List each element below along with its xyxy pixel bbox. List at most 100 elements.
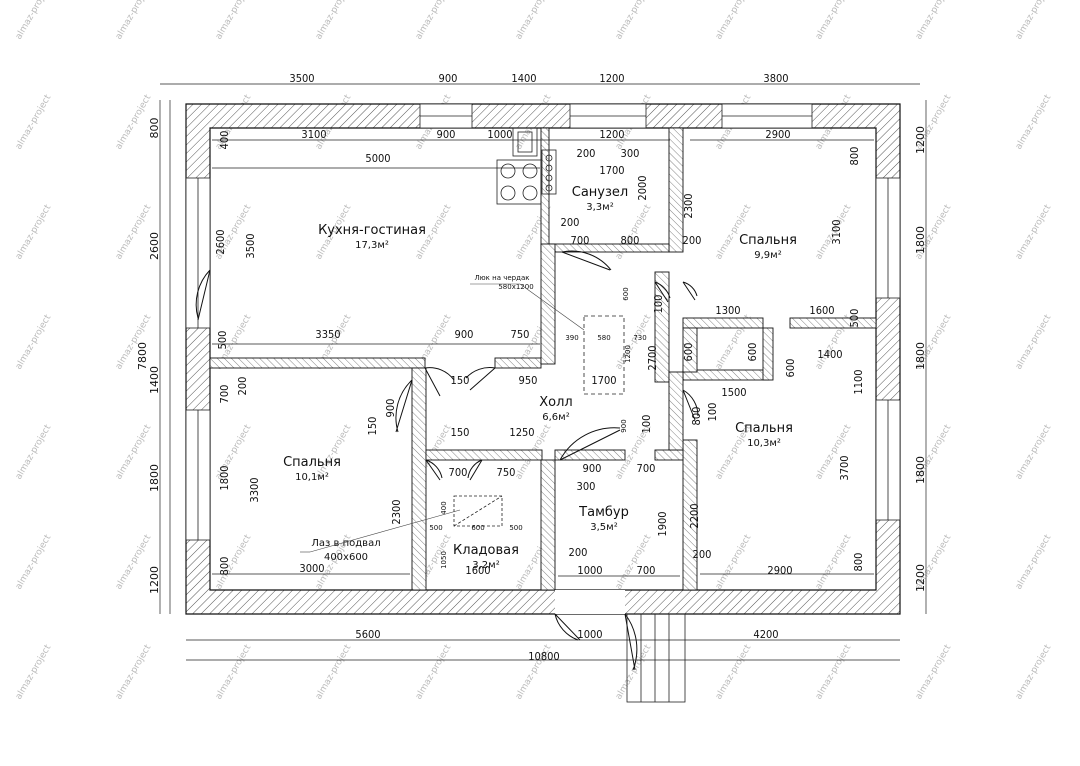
watermark-text: almaz-project	[1014, 643, 1054, 702]
dim-e-1100: 1100	[852, 369, 865, 394]
room-name-pantry: Кладовая	[453, 543, 519, 558]
watermark-text: almaz-project	[814, 0, 854, 41]
dim-p-750: 750	[497, 466, 516, 479]
watermark-text: almaz-project	[14, 313, 54, 372]
dim-hall-1250: 1250	[509, 426, 534, 439]
attic-hatch	[583, 315, 625, 395]
dim-top-inner-2: 1000	[487, 128, 512, 141]
dim-w-2300: 2300	[390, 499, 403, 524]
dim-t-900: 900	[583, 462, 602, 475]
watermark-text: almaz-project	[314, 643, 354, 702]
note-leaders	[300, 283, 585, 553]
watermark-text: almaz-project	[14, 203, 54, 262]
watermark-text: almaz-project	[14, 93, 54, 152]
dim-top-outer-0: 3500	[289, 72, 314, 85]
watermark-text: almaz-project	[714, 0, 754, 41]
room-area-bedroom_e: 10,3м²	[747, 438, 781, 449]
room-area-bedroom_w: 10,1м²	[295, 472, 329, 483]
watermark-text: almaz-project	[14, 423, 54, 482]
dim-top-outer-1: 900	[439, 72, 458, 85]
dim-ne-600c: 600	[784, 359, 797, 378]
dim-kit-2600: 2600	[214, 229, 227, 254]
dim-t-1900: 1900	[656, 511, 669, 536]
dim-p-600: 600	[471, 524, 484, 532]
dim-w-200: 200	[236, 377, 249, 396]
watermark-text: almaz-project	[414, 643, 454, 702]
dim-ne-2300: 2300	[682, 193, 695, 218]
watermark-text: almaz-project	[314, 0, 354, 41]
dim-t-200: 200	[569, 546, 588, 559]
dim-top-inner-3: 1200	[599, 128, 624, 141]
dim-hall-730: 730	[633, 334, 646, 342]
dim-hall-2700: 2700	[646, 345, 659, 370]
dim-right-4: 1200	[914, 564, 927, 592]
room-name-bedroom_w: Спальня	[283, 455, 341, 470]
watermark-text: almaz-project	[1014, 313, 1054, 372]
dim-top-inner-0: 3100	[301, 128, 326, 141]
dim-bath-700: 700	[571, 234, 590, 247]
dim-p-1600: 1600	[465, 564, 490, 577]
watermark-text: almaz-project	[1014, 533, 1054, 592]
room-area-hall: 6,6м²	[542, 412, 569, 423]
watermark-text: almaz-project	[114, 643, 154, 702]
watermark-text: almaz-project	[714, 643, 754, 702]
dim-bath-1700: 1700	[599, 164, 624, 177]
dim-top-outer-4: 3800	[763, 72, 788, 85]
dim-ne-3100: 3100	[830, 219, 843, 244]
dimension-lines	[159, 83, 927, 661]
stove-icon	[496, 159, 542, 205]
room-area-bathroom: 3,3м²	[586, 202, 613, 213]
dim-top-outer-3: 1200	[599, 72, 624, 85]
basement-hatch	[453, 495, 503, 527]
dim-w-3300: 3300	[248, 477, 261, 502]
dim-ne-1300: 1300	[715, 304, 740, 317]
dim-ne-200: 200	[683, 234, 702, 247]
dim-ne-800: 800	[848, 147, 861, 166]
dim-p-500a: 500	[429, 524, 442, 532]
doors	[195, 250, 699, 671]
dim-left-5: 1200	[148, 566, 161, 594]
dim-total: 10800	[528, 650, 559, 663]
dim-ne-500: 500	[848, 309, 861, 328]
watermark-text: almaz-project	[614, 643, 654, 702]
dim-hall-100b: 100	[640, 415, 653, 434]
dim-right-0: 1200	[914, 126, 927, 154]
dim-kit-900: 900	[455, 328, 474, 341]
dim-hall-1700: 1700	[591, 374, 616, 387]
watermark-text: almaz-project	[814, 643, 854, 702]
inner-walls	[209, 127, 877, 591]
dim-t-700a: 700	[637, 462, 656, 475]
dim-hall-150b: 150	[451, 426, 470, 439]
basement-hatch-label: Лаз в подвал	[311, 538, 380, 549]
dim-right-2: 1800	[914, 342, 927, 370]
dim-hall-150a: 150	[451, 374, 470, 387]
watermark-text: almaz-project	[614, 0, 654, 41]
dim-t-700b: 700	[637, 564, 656, 577]
watermark-text: almaz-project	[614, 533, 654, 592]
dim-bath-800: 800	[621, 234, 640, 247]
watermark-text: almaz-project	[214, 0, 254, 41]
dim-right-3: 1800	[914, 456, 927, 484]
watermark-text: almaz-project	[714, 533, 754, 592]
dim-ne-1500: 1500	[721, 386, 746, 399]
room-name-bedroom_ne: Спальня	[739, 233, 797, 248]
watermark-text: almaz-project	[914, 643, 954, 702]
dim-ne-600a: 600	[682, 343, 695, 362]
dim-left-0: 800	[148, 118, 161, 139]
dim-p-500b: 500	[509, 524, 522, 532]
watermark-text: almaz-project	[1014, 423, 1054, 482]
dim-ne-1400: 1400	[817, 348, 842, 361]
room-area-pantry: 3,2м²	[472, 560, 499, 571]
watermark-text: almaz-project	[114, 0, 154, 41]
room-area-bedroom_ne: 9,9м²	[754, 250, 781, 261]
watermark-text: almaz-project	[914, 0, 954, 41]
dim-ne-1600: 1600	[809, 304, 834, 317]
watermark-text: almaz-project	[1014, 0, 1054, 41]
watermark-text: almaz-project	[514, 0, 554, 41]
dim-hall-390: 390	[565, 334, 578, 342]
radiator-icon	[541, 149, 557, 195]
dim-hall-600: 600	[622, 287, 630, 300]
dim-left-1: 2600	[148, 232, 161, 260]
room-name-bedroom_e: Спальня	[735, 421, 793, 436]
dim-bottom-1: 4200	[753, 628, 778, 641]
